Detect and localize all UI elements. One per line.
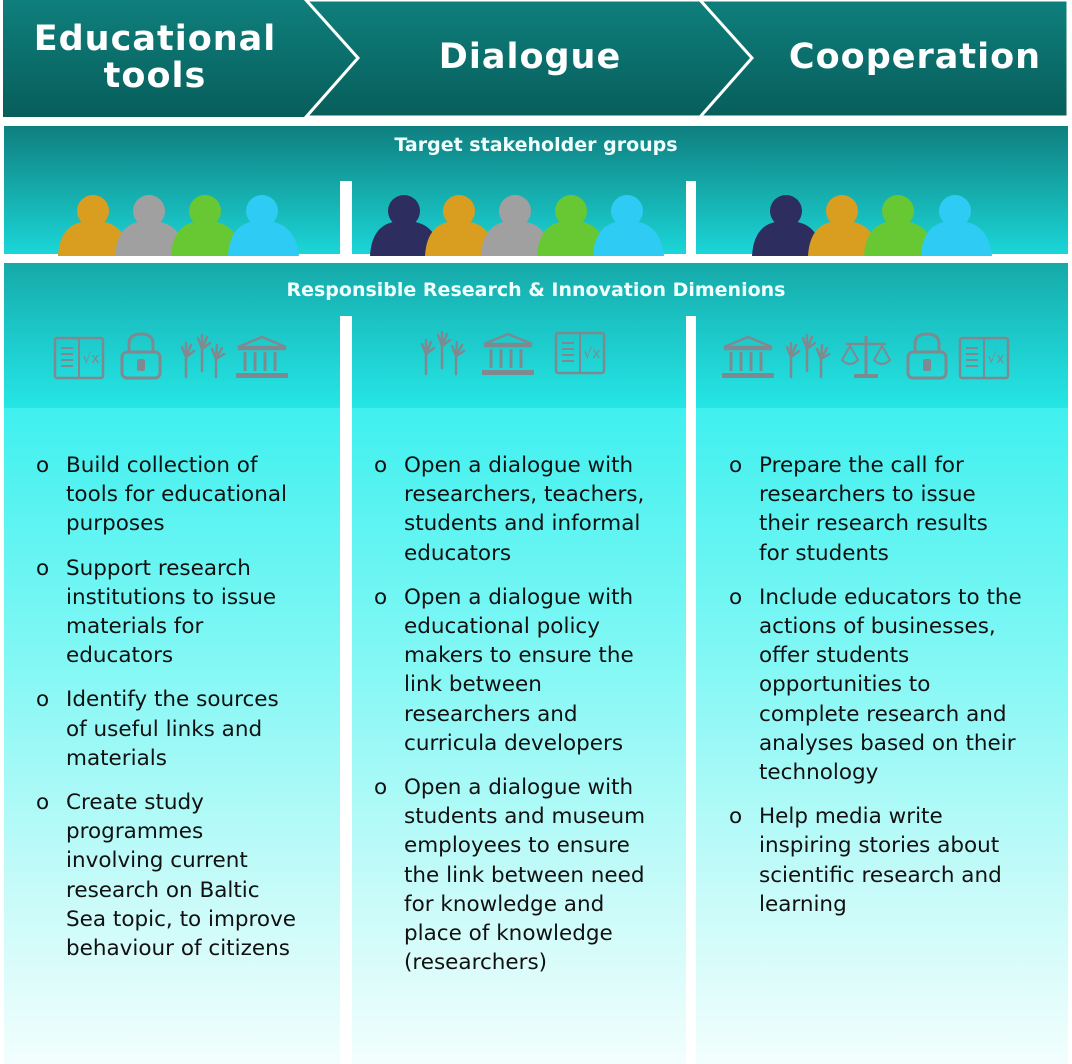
phase-label-cooperation: Cooperation [788, 37, 1042, 78]
person-gray-icon [481, 195, 552, 256]
stakeholder-group-1 [58, 195, 299, 256]
person-navy-icon [370, 195, 441, 256]
stakeholder-group-2 [370, 195, 664, 256]
padlock-icon [120, 332, 162, 380]
raised-hands-icon [785, 333, 831, 379]
institution-icon [234, 335, 290, 380]
column-divider [686, 316, 696, 416]
person-green-icon [864, 195, 935, 256]
institution-icon [720, 335, 776, 380]
column-divider [686, 181, 696, 254]
person-blue-icon [921, 195, 992, 256]
bullet-marker: o [729, 584, 743, 610]
institution-icon [480, 332, 536, 377]
book-math-icon [958, 336, 1010, 380]
raised-hands-icon [420, 330, 466, 376]
phase-arrow-1 [3, 0, 364, 117]
person-green-icon [171, 195, 242, 256]
book-math-icon [554, 331, 606, 375]
rri-icons: √x [53, 330, 1010, 380]
phase-arrow-3 [696, 0, 1070, 119]
bullet-marker: o [36, 687, 50, 713]
person-green-icon [537, 195, 608, 256]
stakeholder-groups [58, 195, 992, 256]
bullet-marker: o [729, 804, 743, 830]
phase-label-dialogue: Dialogue [438, 37, 622, 78]
book-math-icon [53, 336, 105, 380]
padlock-icon [906, 332, 948, 380]
bullet-marker: o [374, 775, 388, 801]
rri-title: Responsible Research & Innovation Dimeni… [286, 279, 786, 301]
person-gold-icon [58, 195, 130, 256]
person-navy-icon [752, 195, 823, 256]
person-gold-icon [425, 195, 496, 256]
bullet-marker: o [36, 453, 50, 478]
raised-hands-icon [180, 333, 226, 379]
person-blue-icon [593, 195, 664, 256]
bullet-marker: o [729, 453, 743, 478]
phase-label-educational-tools: Educational tools [33, 18, 277, 96]
person-blue-icon [228, 195, 299, 256]
column-divider [340, 316, 352, 416]
stakeholder-group-3 [752, 195, 992, 256]
person-gold-icon [808, 195, 879, 256]
stakeholders-title: Target stakeholder groups [394, 134, 678, 156]
rri-band: Responsible Research & Innovation Dimeni… [4, 263, 1068, 409]
bullet-marker: o [374, 584, 388, 610]
bullet-marker: o [36, 790, 50, 816]
column-divider [340, 181, 352, 254]
person-gray-icon [115, 195, 186, 256]
bullet-marker: o [36, 555, 50, 581]
phase-arrows [3, 0, 1070, 119]
scales-icon [840, 334, 892, 380]
phase-header: Educational tools Dialogue Cooperation [0, 0, 1072, 119]
bullet-marker: o [374, 453, 388, 478]
